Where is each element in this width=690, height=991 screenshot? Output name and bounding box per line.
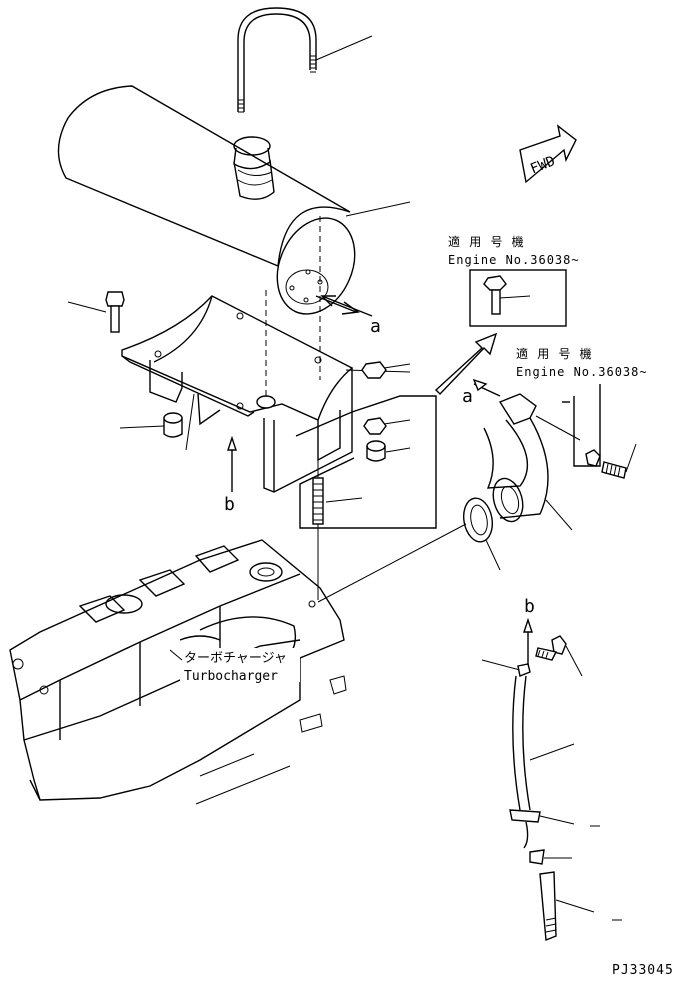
spacer <box>119 412 183 438</box>
turbocharger-jp: ターボチャージャ <box>184 651 287 666</box>
drain-tube <box>481 635 622 941</box>
turbocharger-label: ターボチャージャ Turbocharger <box>169 648 300 684</box>
callout-a-left: a <box>315 295 381 337</box>
callout-b-right: b <box>523 596 535 666</box>
fwd-arrow: FWD <box>519 124 577 184</box>
applicability-2-jp: 適 用 号 機 <box>516 346 593 361</box>
gasket-leader <box>317 523 467 603</box>
engine-block <box>9 539 347 805</box>
applicability-box-1: 適 用 号 機 Engine No.36038~ <box>448 234 580 327</box>
callout-b-left-label: b <box>224 494 235 515</box>
callout-a-right-label: a <box>462 386 473 407</box>
applicability-1-engine: Engine No.36038~ <box>448 253 580 267</box>
callout-b-left: b <box>224 435 237 515</box>
applicability-1-jp: 適 用 号 機 <box>448 234 525 249</box>
exhaust-elbow <box>483 393 637 531</box>
drawing-number: PJ33045 <box>612 963 674 978</box>
callout-a-right: a <box>462 378 501 407</box>
u-bolt <box>237 7 373 113</box>
applicability-box-2: 適 用 号 機 Engine No.36038~ <box>516 346 648 467</box>
nut-group <box>295 361 437 529</box>
callout-b-right-label: b <box>524 596 535 617</box>
left-bolt <box>67 291 125 333</box>
muffler-bracket <box>121 216 411 600</box>
applicability-2-engine: Engine No.36038~ <box>516 365 648 379</box>
callout-a-left-label: a <box>370 316 381 337</box>
direction-arrow <box>434 332 498 396</box>
gasket <box>462 497 501 571</box>
turbocharger-en: Turbocharger <box>184 669 278 684</box>
muffler <box>57 85 411 317</box>
